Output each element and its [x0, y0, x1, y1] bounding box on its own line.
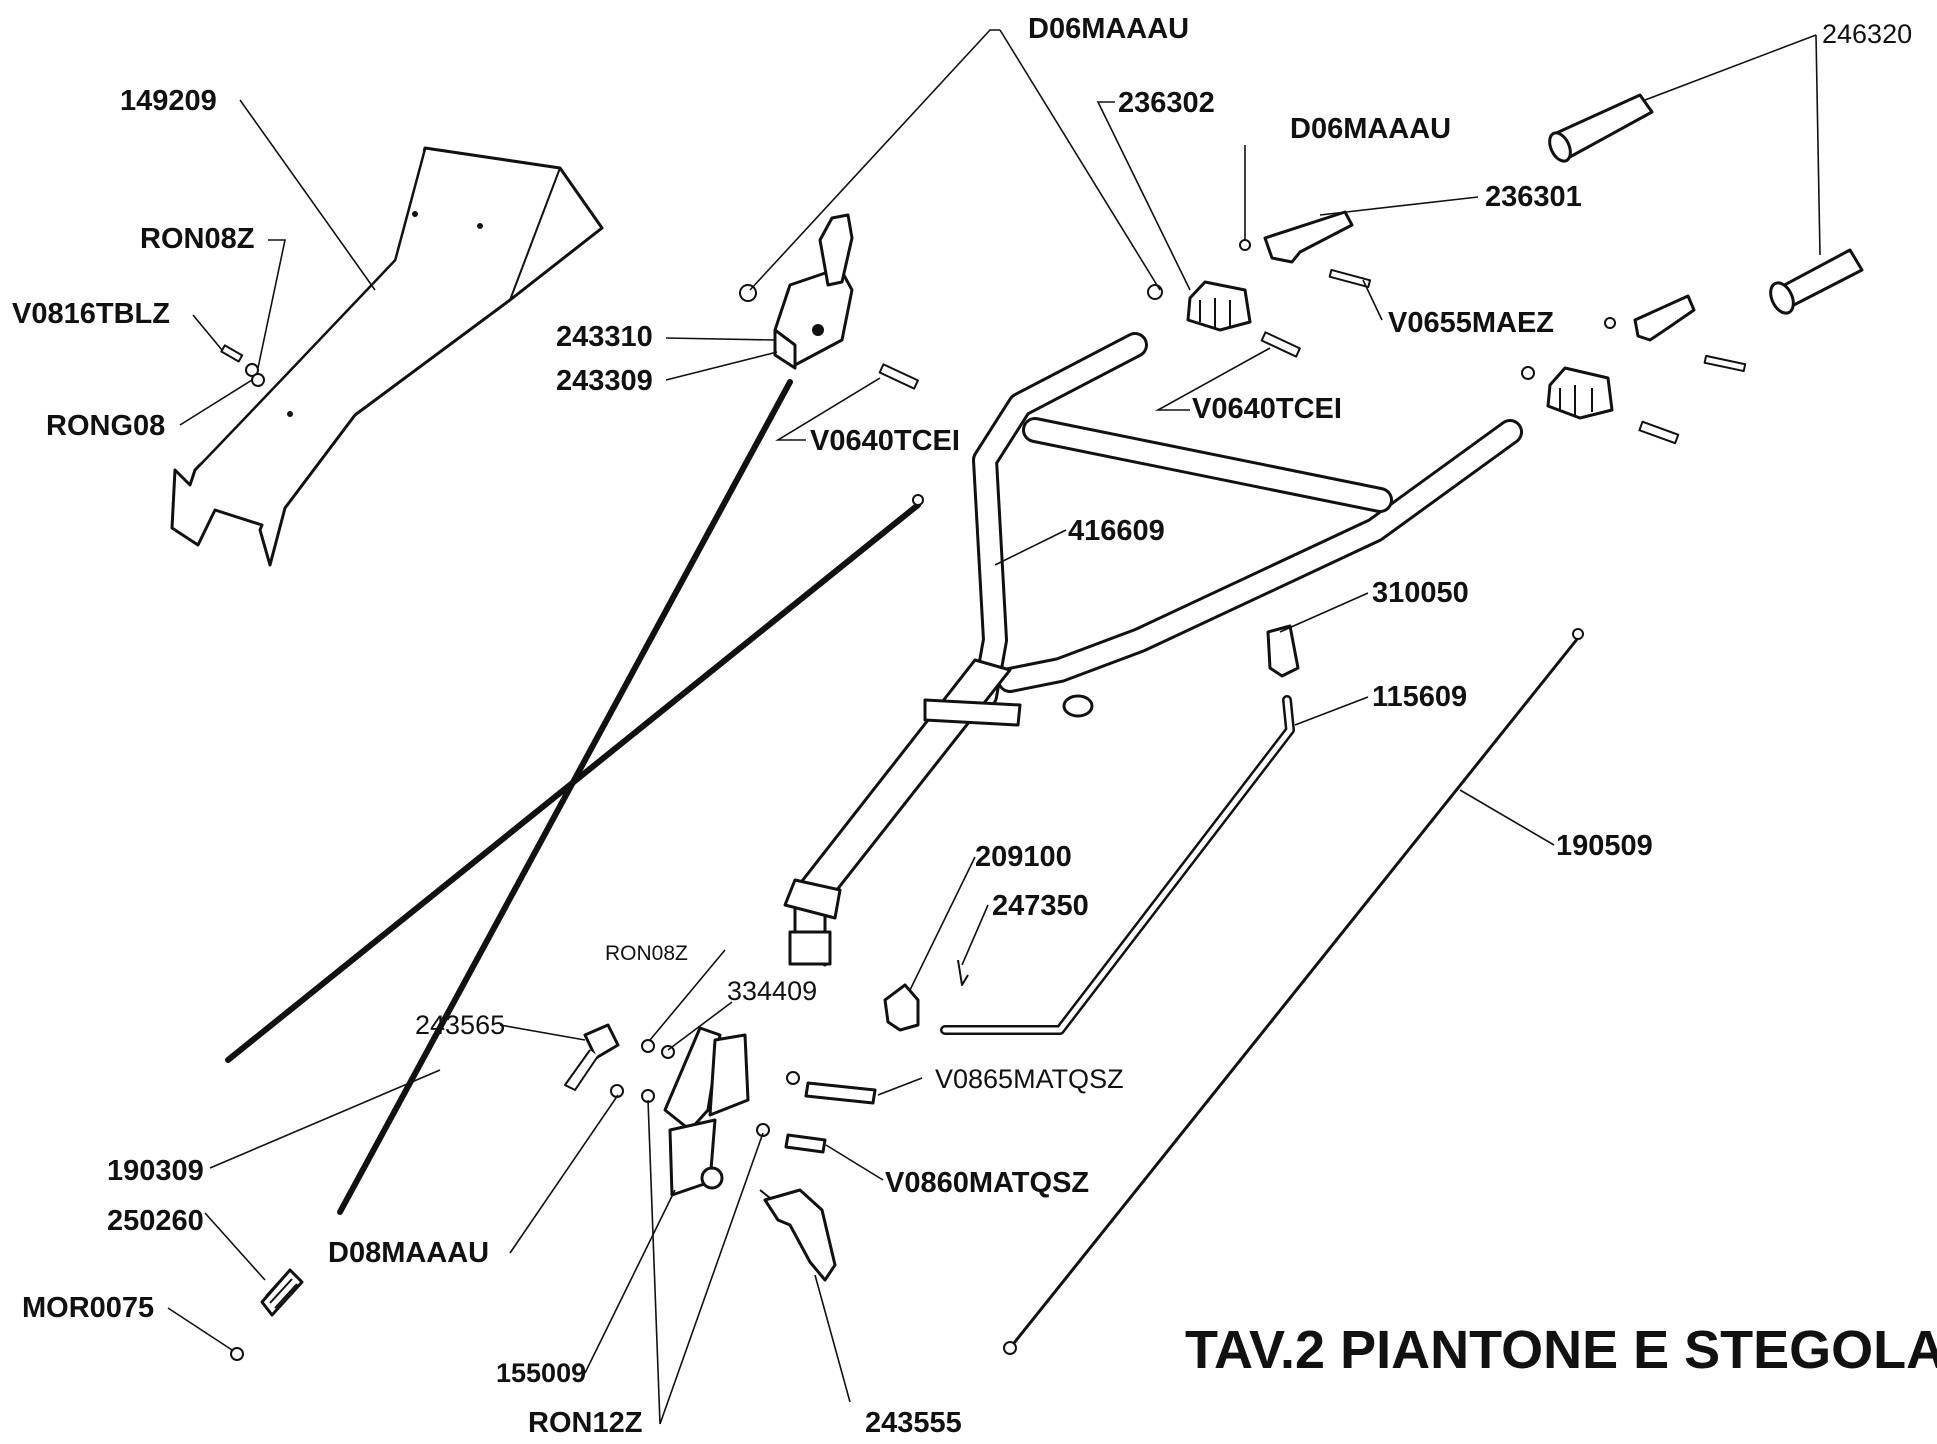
- label-rong08: RONG08: [46, 410, 165, 442]
- label-ron08z-top: RON08Z: [140, 223, 254, 255]
- label-v0860matqsz: V0860MATQSZ: [885, 1167, 1089, 1199]
- label-115609: 115609: [1372, 681, 1467, 713]
- label-d08maaau: D08MAAAU: [328, 1237, 489, 1269]
- knob-310050-part: [1266, 624, 1300, 678]
- label-247350: 247350: [992, 890, 1089, 922]
- handlebar-frame-part: [783, 332, 1523, 967]
- nut-d06-part: [739, 284, 757, 302]
- label-190309: 190309: [107, 1155, 204, 1187]
- cable-190309-part: [337, 379, 793, 1215]
- handle-243555-part: [759, 1188, 837, 1282]
- label-155009: 155009: [496, 1358, 586, 1388]
- throttle-lever-part: [773, 213, 854, 370]
- screw-v0640-right-part: [1260, 331, 1680, 445]
- label-250260: 250260: [107, 1205, 204, 1237]
- label-d06maaau-right: D06MAAAU: [1290, 113, 1451, 145]
- label-v0640tcei-right: V0640TCEI: [1192, 393, 1342, 425]
- spring-250260-part: [260, 1268, 304, 1317]
- ball-joint-part: [564, 1023, 620, 1091]
- label-416609: 416609: [1068, 515, 1165, 547]
- label-190509: 190509: [1556, 830, 1653, 862]
- cable-190509-part: [1003, 628, 1584, 1355]
- label-243565: 243565: [415, 1010, 505, 1040]
- label-246320: 246320: [1822, 19, 1912, 49]
- diagram-title: TAV.2 PIANTONE E STEGOLA: [1185, 1320, 1937, 1380]
- label-334409: 334409: [727, 976, 817, 1006]
- bracket-236302-part: [1186, 280, 1252, 332]
- pin-247350-part: [957, 959, 969, 986]
- support-bracket-part: [663, 1026, 750, 1197]
- nut-mor0075-part: [230, 1347, 244, 1361]
- leader-lines: [167, 29, 1821, 1425]
- label-236301: 236301: [1485, 181, 1582, 213]
- washer-ron08z-part: [245, 363, 265, 387]
- label-d06maaau-top: D06MAAAU: [1028, 13, 1189, 45]
- bolt-v0865-part: [804, 1081, 877, 1105]
- lever-236301-part: [1263, 210, 1696, 342]
- label-243310: 243310: [556, 321, 653, 353]
- label-ron08z-mid: RON08Z: [605, 942, 688, 965]
- label-v0640tcei-left: V0640TCEI: [810, 425, 960, 457]
- washer-group-part: [610, 1039, 800, 1137]
- screw-v0816-part: [220, 344, 244, 363]
- label-ron12z: RON12Z: [528, 1407, 642, 1439]
- bolt-v0860-part: [784, 1133, 827, 1154]
- label-243309: 243309: [556, 365, 653, 397]
- label-v0816tblz: V0816TBLZ: [12, 298, 170, 330]
- label-v0865matqsz: V0865MATQSZ: [935, 1064, 1124, 1094]
- label-149209: 149209: [120, 85, 217, 117]
- label-310050: 310050: [1372, 577, 1469, 609]
- handlebar-cover-part: [170, 146, 604, 567]
- label-v0655maez: V0655MAEZ: [1388, 307, 1554, 339]
- screw-v0655-part: [1328, 268, 1747, 373]
- rod-115609-part: [940, 695, 1295, 1035]
- label-mor0075: MOR0075: [22, 1292, 154, 1324]
- bracket-236302-b-part: [1546, 366, 1614, 420]
- label-243555: 243555: [865, 1407, 962, 1439]
- handle-grip-part: [1548, 93, 1864, 315]
- nut-d06-right-part: [1147, 239, 1616, 380]
- label-209100: 209100: [975, 841, 1072, 873]
- label-236302: 236302: [1118, 87, 1215, 119]
- screw-v0640-left-part: [878, 363, 919, 390]
- clip-209100-part: [883, 983, 920, 1032]
- cable-upper-part: [225, 494, 924, 1063]
